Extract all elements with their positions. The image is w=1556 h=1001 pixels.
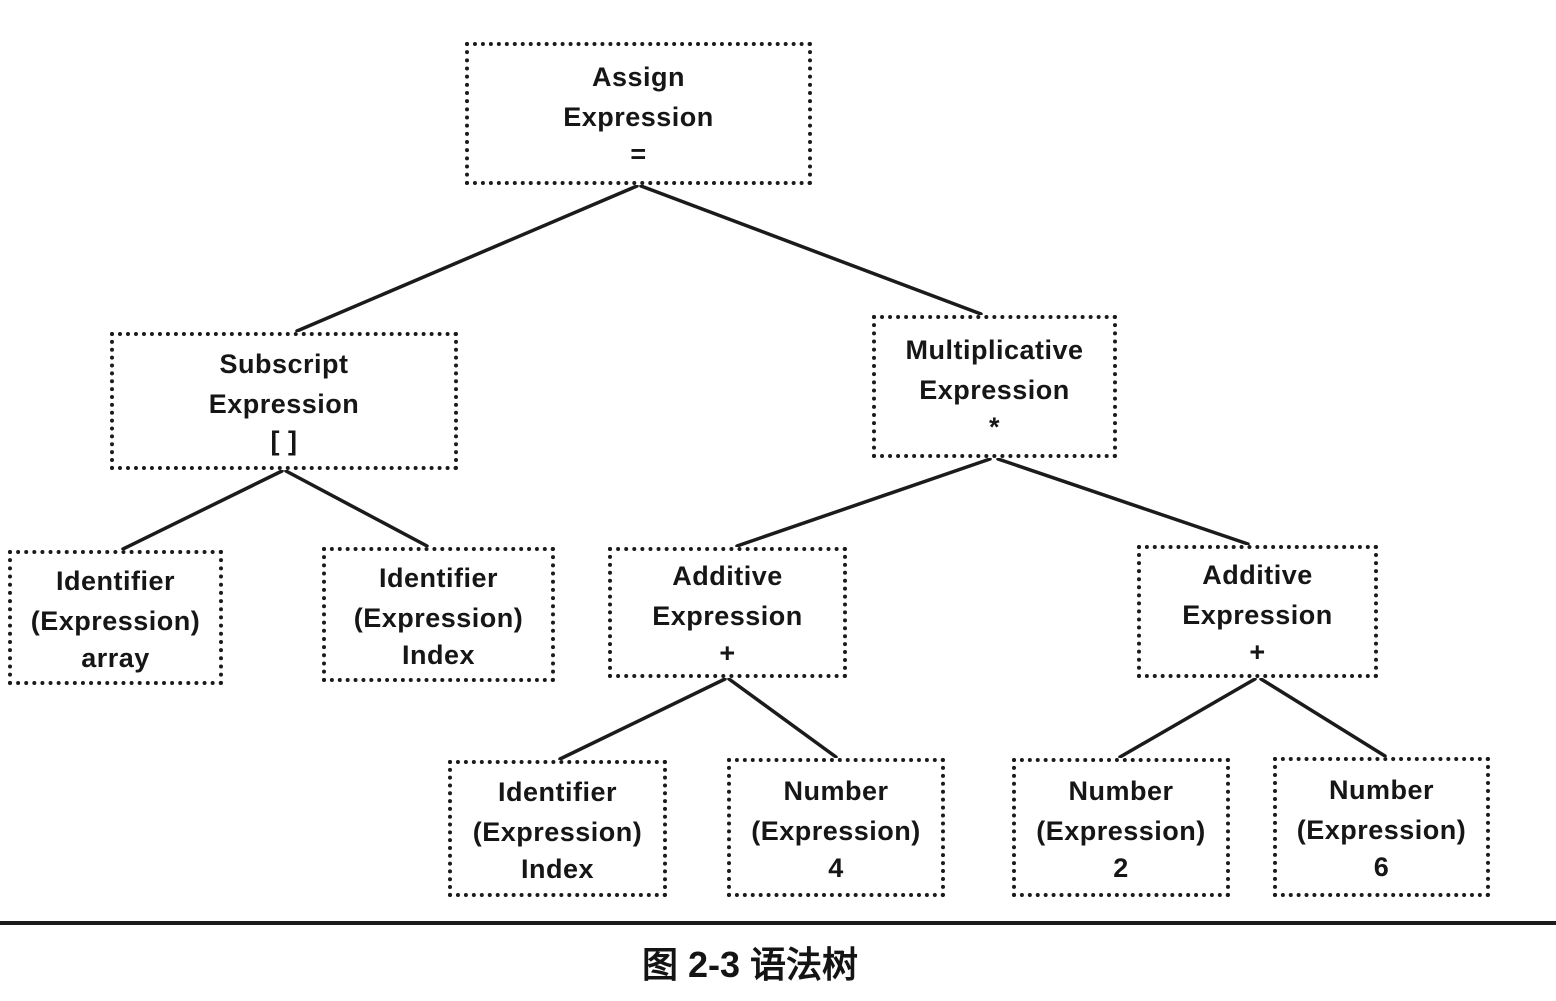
- node-operator: [ ]: [270, 426, 298, 456]
- edge-multiplicative-to-additive-left: [735, 457, 992, 548]
- node-label-line: (Expression): [1036, 815, 1206, 846]
- node-value: 2: [1113, 852, 1129, 883]
- figure-divider-rule: [0, 921, 1556, 925]
- edge-subscript-to-id-array: [121, 469, 284, 551]
- edge-multiplicative-to-additive-right: [996, 457, 1250, 546]
- node-value: 6: [1373, 852, 1390, 882]
- node-label-line: Identifier: [378, 562, 498, 593]
- tree-node-assign-expression: Assign Expression =: [465, 42, 812, 185]
- node-label-line: Identifier: [55, 565, 175, 596]
- node-label-line: (Expression): [472, 816, 643, 847]
- tree-node-identifier-index-left: Identifier (Expression) Index: [322, 547, 555, 682]
- node-label-line: (Expression): [353, 602, 524, 633]
- node-label-line: Subscript: [219, 349, 349, 379]
- node-label-line: Number: [1068, 775, 1174, 806]
- node-label-line: Multiplicative: [905, 334, 1084, 365]
- node-label-line: Expression: [563, 101, 714, 132]
- edge-assign-to-multiplicative: [639, 184, 983, 316]
- edge-additive-left-to-id-index: [558, 677, 727, 761]
- node-label-line: Expression: [652, 600, 803, 631]
- node-label-line: Number: [783, 775, 889, 806]
- node-label-line: (Expression): [1296, 815, 1467, 845]
- tree-node-identifier-index-bottom: Identifier (Expression) Index: [448, 760, 667, 897]
- tree-node-subscript-expression: Subscript Expression [ ]: [110, 332, 458, 470]
- tree-node-additive-expression-left: Additive Expression +: [608, 547, 847, 678]
- node-operator: +: [719, 637, 736, 668]
- tree-node-identifier-array: Identifier (Expression) array: [8, 550, 223, 685]
- edge-additive-left-to-number-4: [727, 677, 838, 759]
- tree-node-multiplicative-expression: Multiplicative Expression *: [872, 315, 1117, 458]
- edge-additive-right-to-number-6: [1259, 677, 1387, 758]
- node-value: Index: [401, 639, 476, 670]
- node-label-line: (Expression): [30, 605, 201, 636]
- figure-caption: 图 2-3 语法树: [641, 944, 859, 985]
- node-label-line: Identifier: [497, 776, 617, 807]
- tree-node-number-2: Number (Expression) 2: [1012, 758, 1230, 897]
- node-value: 4: [828, 852, 844, 883]
- node-operator: =: [630, 138, 647, 169]
- tree-node-additive-expression-right: Additive Expression +: [1137, 545, 1378, 678]
- node-value: array: [81, 642, 150, 673]
- edge-assign-to-subscript: [295, 184, 639, 333]
- node-value: Index: [520, 853, 595, 884]
- node-label-line: (Expression): [751, 815, 921, 846]
- node-operator: +: [1249, 636, 1266, 667]
- node-label-line: Number: [1328, 775, 1434, 805]
- node-operator: *: [988, 411, 1000, 442]
- node-label-line: Additive: [672, 560, 783, 591]
- edge-subscript-to-id-index: [284, 469, 429, 548]
- node-label-line: Expression: [919, 374, 1070, 405]
- node-label-line: Assign: [591, 61, 686, 92]
- tree-node-number-4: Number (Expression) 4: [727, 758, 945, 897]
- tree-node-number-6: Number (Expression) 6: [1273, 757, 1490, 897]
- edge-additive-right-to-number-2: [1118, 677, 1257, 759]
- node-label-line: Additive: [1202, 559, 1313, 590]
- node-label-line: Expression: [1182, 599, 1333, 630]
- node-label-line: Expression: [208, 389, 360, 419]
